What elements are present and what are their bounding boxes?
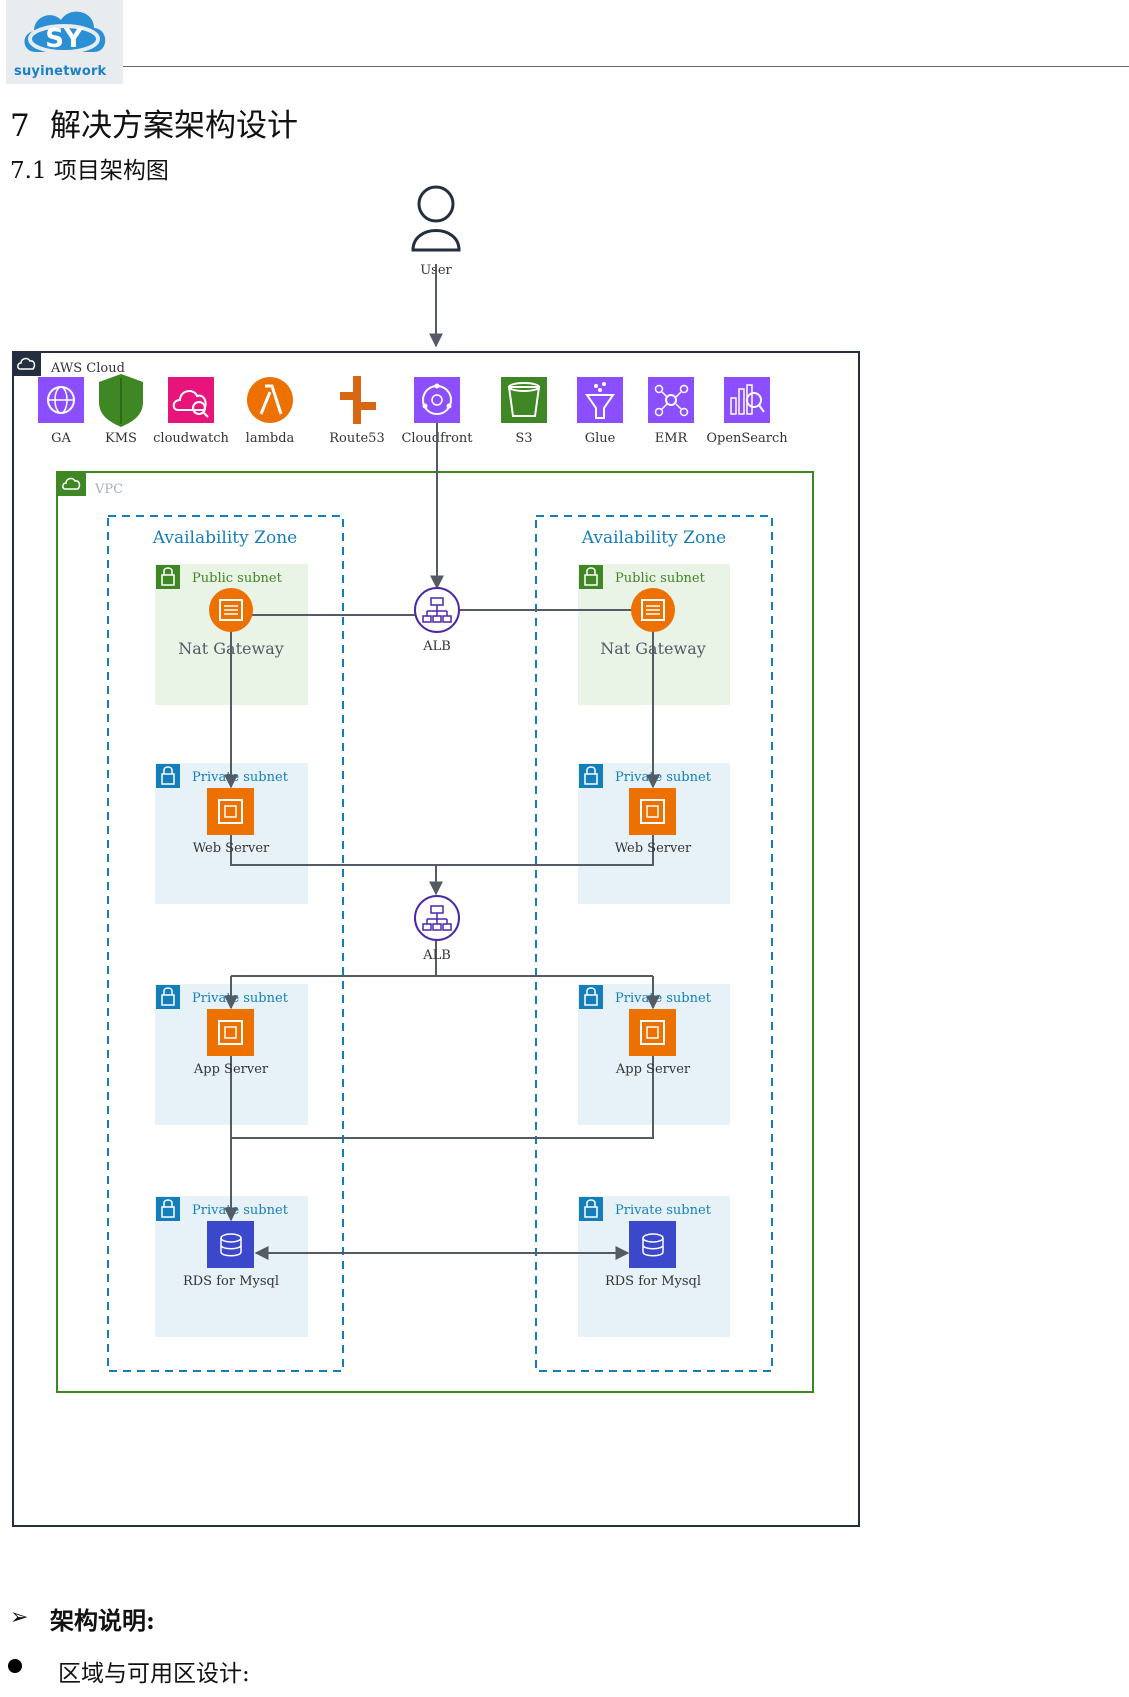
service-label-opensearch: OpenSearch bbox=[706, 431, 788, 446]
public-subnet-label: Public subnet bbox=[192, 571, 283, 586]
ec2-instance-icon bbox=[207, 1009, 254, 1056]
availability-zone-left bbox=[107, 515, 344, 1372]
s3-icon bbox=[501, 377, 547, 423]
nat-gateway-icon bbox=[209, 588, 253, 632]
route53-icon bbox=[340, 376, 376, 424]
subsection-title: 7.1 项目架构图 bbox=[10, 158, 169, 184]
header-divider bbox=[123, 66, 1129, 67]
user-icon bbox=[411, 185, 461, 252]
service-label-lambda: lambda bbox=[246, 431, 295, 446]
aws-cloud-boundary bbox=[12, 351, 860, 1527]
web-server-label: Web Server bbox=[193, 841, 270, 856]
service-label-ga: GA bbox=[51, 431, 71, 446]
ga-icon bbox=[38, 377, 84, 423]
alb-label: ALB bbox=[422, 639, 451, 654]
service-label-s3: S3 bbox=[515, 431, 532, 446]
availability-zone-label: Availability Zone bbox=[152, 528, 297, 548]
glue-icon bbox=[577, 377, 623, 423]
section-title-text: 解决方案架构设计 bbox=[50, 108, 298, 144]
private-subnet-label: Private subnet bbox=[192, 1203, 289, 1218]
rds-label: RDS for Mysql bbox=[605, 1274, 701, 1289]
opensearch-icon bbox=[724, 377, 770, 423]
aws-cloud-label: AWS Cloud bbox=[50, 361, 125, 376]
cloudwatch-icon bbox=[168, 377, 214, 423]
bullet-icon bbox=[8, 1659, 22, 1673]
vpc-boundary bbox=[56, 471, 814, 1393]
alb-icon bbox=[414, 587, 460, 633]
web-server-label: Web Server bbox=[615, 841, 692, 856]
svg-text:SY: SY bbox=[45, 24, 84, 54]
availability-zone-label: Availability Zone bbox=[581, 528, 726, 548]
app-server-label: App Server bbox=[193, 1062, 269, 1077]
service-label-glue: Glue bbox=[585, 431, 616, 446]
arrow-bullet-icon: ➢ bbox=[10, 1605, 29, 1630]
lambda-icon bbox=[247, 377, 293, 423]
service-label-kms: KMS bbox=[105, 431, 137, 446]
private-subnet-label: Private subnet bbox=[615, 1203, 712, 1218]
emr-icon bbox=[648, 377, 694, 423]
service-label-route53: Route53 bbox=[329, 431, 384, 446]
connector-lines bbox=[224, 264, 660, 1260]
aws-cloud-icon bbox=[13, 352, 41, 376]
logo-text: suyinetwork bbox=[14, 64, 107, 79]
ec2-instance-icon bbox=[629, 1009, 676, 1056]
service-label-emr: EMR bbox=[655, 431, 689, 446]
alb-label: ALB bbox=[422, 948, 451, 963]
private-subnet-label: Private subnet bbox=[192, 770, 289, 785]
cloudfront-icon bbox=[414, 377, 460, 423]
availability-zone-right bbox=[535, 515, 773, 1372]
nat-gateway-label: Nat Gateway bbox=[600, 639, 706, 658]
alb-icon bbox=[414, 895, 460, 941]
architecture-diagram: User AWS Cloud GA KMS cloudwatch lambda … bbox=[12, 185, 860, 1527]
section-number: 7 bbox=[10, 108, 30, 144]
public-subnet-label: Public subnet bbox=[615, 571, 706, 586]
architecture-notes-heading: 架构说明: bbox=[50, 1606, 155, 1635]
private-subnet-label: Private subnet bbox=[615, 991, 712, 1006]
private-subnet-label: Private subnet bbox=[192, 991, 289, 1006]
kms-icon bbox=[99, 374, 143, 427]
rds-label: RDS for Mysql bbox=[183, 1274, 279, 1289]
rds-database-icon bbox=[629, 1221, 676, 1268]
region-az-heading: 区域与可用区设计: bbox=[58, 1661, 250, 1687]
logo-icon: SY bbox=[24, 11, 106, 54]
rds-database-icon bbox=[207, 1221, 254, 1268]
nat-gateway-label: Nat Gateway bbox=[178, 639, 284, 658]
nat-gateway-icon bbox=[631, 588, 675, 632]
service-label-cloudwatch: cloudwatch bbox=[153, 431, 229, 446]
vpc-label: VPC bbox=[94, 482, 123, 497]
section-title: 7 解决方案架构设计 bbox=[10, 100, 298, 145]
app-server-label: App Server bbox=[615, 1062, 691, 1077]
vpc-icon bbox=[57, 472, 86, 496]
ec2-instance-icon bbox=[629, 788, 676, 835]
ec2-instance-icon bbox=[207, 788, 254, 835]
private-subnet-label: Private subnet bbox=[615, 770, 712, 785]
